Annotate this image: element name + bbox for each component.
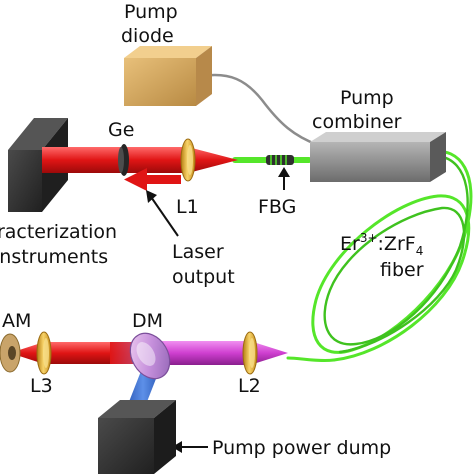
pump-power-dump-box [98, 400, 176, 474]
characterization-label-line2: instruments [0, 246, 108, 268]
lens-l2 [242, 331, 258, 375]
dm-label: DM [132, 310, 163, 332]
pump-diode-box [124, 46, 212, 106]
pump-diode-label-line2: diode [121, 25, 174, 47]
fiber-host-subscript: 4 [416, 244, 424, 258]
characterization-label-line1: Characterization [0, 221, 117, 243]
am-label: AM [2, 310, 31, 332]
fbg-label: FBG [258, 196, 296, 218]
pump-combiner-label-line1: Pump [340, 87, 394, 109]
l1-label: L1 [176, 196, 199, 218]
pump-combiner-box [310, 132, 446, 182]
am-mirror [0, 333, 21, 373]
fiber-ion-base: Er [340, 233, 360, 255]
l2-label: L2 [238, 375, 261, 397]
laser-beam-top [42, 147, 238, 173]
l3-label: L3 [30, 375, 53, 397]
fiber-ion-superscript: 3+ [360, 231, 378, 245]
pump-beam-bottom [152, 341, 288, 365]
laser-output-label-line2: output [172, 266, 235, 288]
fbg-grating-lines [270, 155, 287, 165]
lens-l3 [36, 331, 52, 375]
fbg-grating [266, 155, 294, 165]
ge-label: Ge [108, 119, 134, 141]
laser-output-arrow [124, 168, 181, 191]
fiber-type-label: Er3+:ZrF4 [340, 231, 423, 258]
laser-output-label-line1: Laser [172, 241, 224, 263]
pump-power-dump-label: Pump power dump [212, 437, 391, 459]
lens-l1 [180, 138, 196, 182]
pump-diode-lead-wire [201, 73, 319, 147]
dichroic-mirror-dm [129, 332, 171, 380]
pump-combiner-label-line2: combiner [312, 111, 402, 133]
erzrf4-fiber-coil [286, 149, 473, 363]
pointer-arrowheads [146, 167, 290, 453]
fiber-word-label: fiber [380, 259, 424, 281]
fiber-host-base: :ZrF [378, 233, 416, 255]
ge-filter [118, 144, 129, 176]
pump-diode-label-line1: Pump [124, 1, 178, 23]
